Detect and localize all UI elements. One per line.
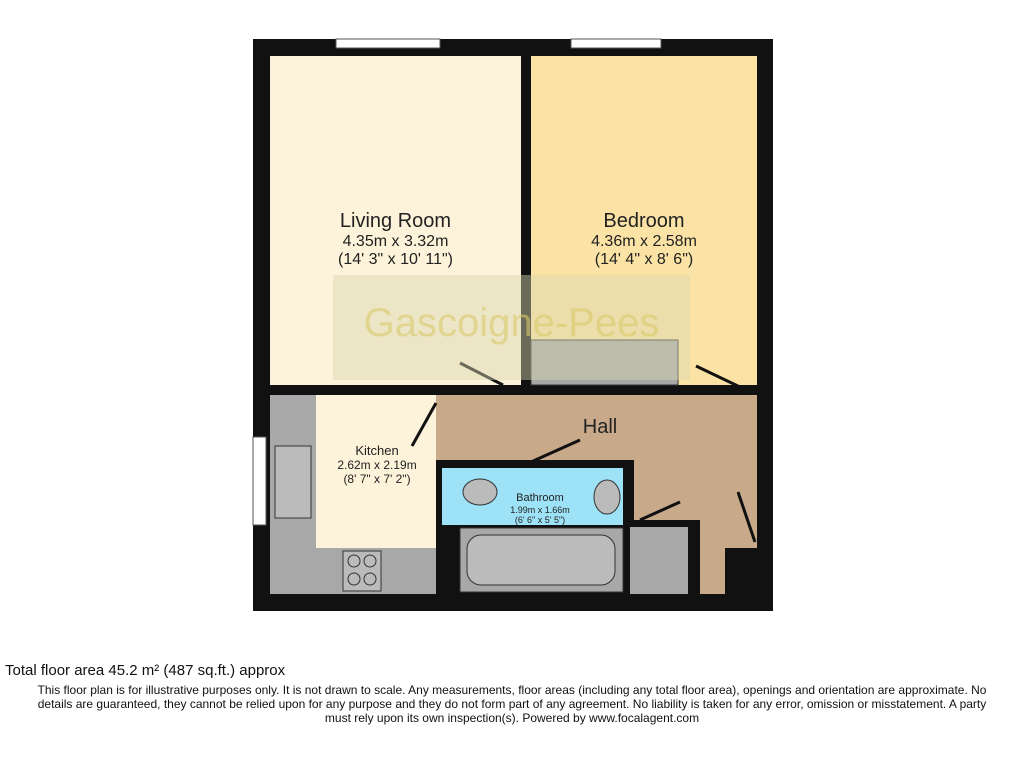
total-floor-area: Total floor area 45.2 m² (487 sq.ft.) ap… <box>5 662 286 679</box>
hall-floor-lower <box>634 460 757 594</box>
disclaimer-line: must rely upon its own inspection(s). Po… <box>324 711 700 725</box>
room-metric: 2.62m x 2.19m <box>337 457 417 472</box>
room-imperial: (6' 6" x 5' 5") <box>514 514 566 525</box>
window-living <box>335 38 441 49</box>
window-bedroom <box>570 38 662 49</box>
room-name: Living Room <box>339 210 452 232</box>
bedroom-floor <box>531 56 757 385</box>
room-name: Bedroom <box>603 210 685 232</box>
toilet-icon <box>462 478 498 506</box>
bathroom-label: Bathroom 1.99m x 1.66m (6' 6" x 5' 5") <box>490 492 590 525</box>
room-name: Bathroom <box>516 492 564 504</box>
wardrobe <box>530 339 679 386</box>
disclaimer: This floor plan is for illustrative purp… <box>0 683 1024 725</box>
room-imperial: (14' 3" x 10' 11") <box>337 251 453 269</box>
watermark: Gascoigne-Pees <box>363 301 660 345</box>
cupboard <box>630 527 688 594</box>
bedroom-label: Bedroom 4.36m x 2.58m (14' 4" x 8' 6") <box>531 210 757 270</box>
kitchen-label: Kitchen 2.62m x 2.19m (8' 7" x 7' 2") <box>318 443 436 487</box>
living-room-floor <box>270 56 521 385</box>
disclaimer-line: This floor plan is for illustrative purp… <box>37 683 987 697</box>
basin-icon <box>593 479 621 515</box>
window-kitchen <box>252 436 267 526</box>
kitchen-floor <box>316 395 436 548</box>
sink-icon <box>274 445 312 519</box>
room-imperial: (8' 7" x 7' 2") <box>343 471 411 486</box>
living-room-label: Living Room 4.35m x 3.32m (14' 3" x 10' … <box>270 210 521 270</box>
room-name: Kitchen <box>355 443 399 458</box>
room-metric: 4.35m x 3.32m <box>342 233 449 250</box>
room-metric: 4.36m x 2.58m <box>591 233 697 250</box>
watermark-box <box>333 275 690 380</box>
hall-label: Hall <box>582 416 618 438</box>
room-imperial: (14' 4" x 8' 6") <box>594 251 694 269</box>
hob-icon <box>342 550 382 592</box>
hall-floor <box>436 395 757 460</box>
door-swings <box>410 361 757 543</box>
room-metric: 1.99m x 1.66m <box>510 504 570 515</box>
disclaimer-line: details are guaranteed, they cannot be r… <box>37 697 987 711</box>
